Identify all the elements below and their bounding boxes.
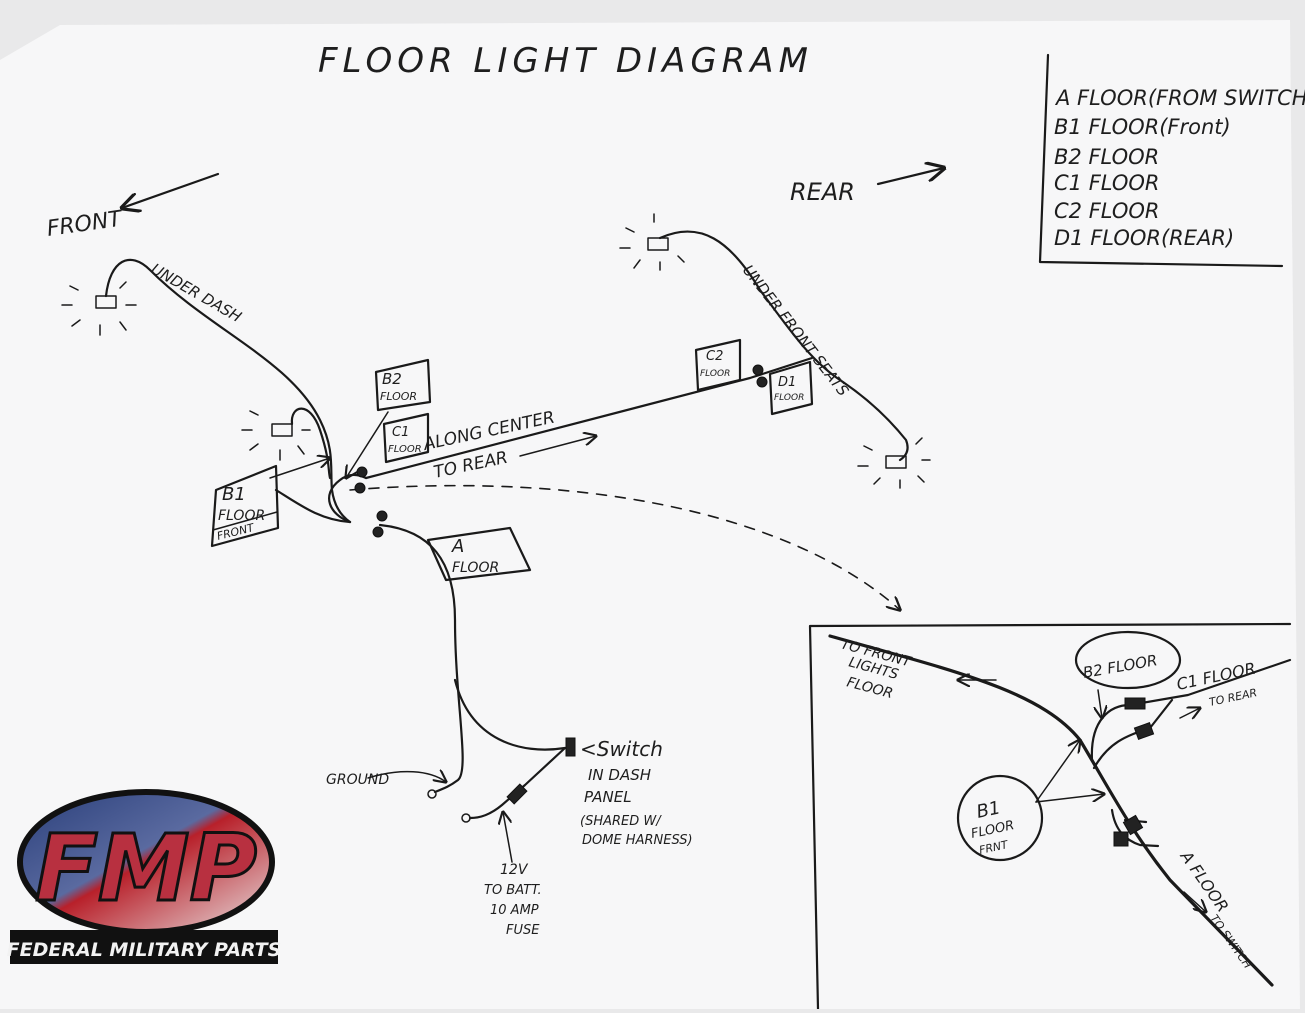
switch-note: DOME HARNESS) [582,833,693,848]
diagram-title: FLOOR LIGHT DIAGRAM [318,41,813,81]
fmp-logo: FMP FEDERAL MILITARY PARTS [7,789,282,964]
svg-text:B1: B1 [975,797,1003,822]
logo-name: FEDERAL MILITARY PARTS [7,939,282,961]
legend: A FLOOR(FROM SWITCH) B1 FLOOR(Front) B2 … [1038,53,1305,268]
svg-text:C2: C2 [706,349,723,364]
tag-c1: C1 FLOOR [382,412,430,464]
battery-label: 10 AMP [490,903,539,918]
light-rear-lower-icon [857,437,931,489]
rear-arrow-icon [876,168,944,186]
logo-letters: FMP [35,815,257,922]
battery-label: FUSE [506,923,540,938]
tag-c2: C2 FLOOR [694,338,742,392]
tag-b1: B1 FLOOR FRONT [210,464,280,548]
legend-item: D1 FLOOR(REAR) [1054,226,1234,250]
tag-b2: B2 FLOOR [374,358,432,412]
legend-item: C1 FLOOR [1054,171,1159,195]
svg-text:FLOOR: FLOOR [700,369,730,379]
arrow-icon [503,812,513,863]
svg-text:FLOOR: FLOOR [774,393,804,403]
light-rear-upper-icon [619,213,685,271]
switch-note: (SHARED W/ [580,814,662,829]
svg-text:A: A [451,536,464,557]
legend-item: B1 FLOOR(Front) [1054,115,1231,139]
legend-item: A FLOOR(FROM SWITCH) [1054,86,1305,110]
switch-label: <Switch [580,737,663,761]
svg-text:B1: B1 [222,484,246,505]
arrow-icon [519,436,596,457]
paper [0,20,1300,1009]
arrow-icon [367,772,446,782]
svg-text:FLOOR: FLOOR [452,560,499,576]
svg-text:FRNT: FRNT [978,838,1010,857]
tag-d1: D1 FLOOR [768,360,814,416]
switch-note: IN DASH [588,766,651,784]
svg-text:FLOOR: FLOOR [380,390,417,403]
tag-a: A FLOOR [426,526,532,582]
svg-text:D1: D1 [778,375,796,390]
legend-item: C2 FLOOR [1054,199,1159,223]
switch-note: PANEL [584,788,632,806]
svg-text:C1: C1 [392,425,409,440]
battery-label: TO BATT. [484,883,542,898]
svg-text:FLOOR: FLOOR [218,508,265,524]
legend-item: B2 FLOOR [1054,145,1159,169]
svg-text:FLOOR: FLOOR [388,444,422,455]
connector-icon [354,364,768,823]
front-arrow-icon [122,172,220,208]
svg-text:B2: B2 [382,370,402,388]
rear-label: REAR [790,178,855,206]
battery-label: 12V [500,862,529,878]
light-front-center-icon [241,410,311,461]
